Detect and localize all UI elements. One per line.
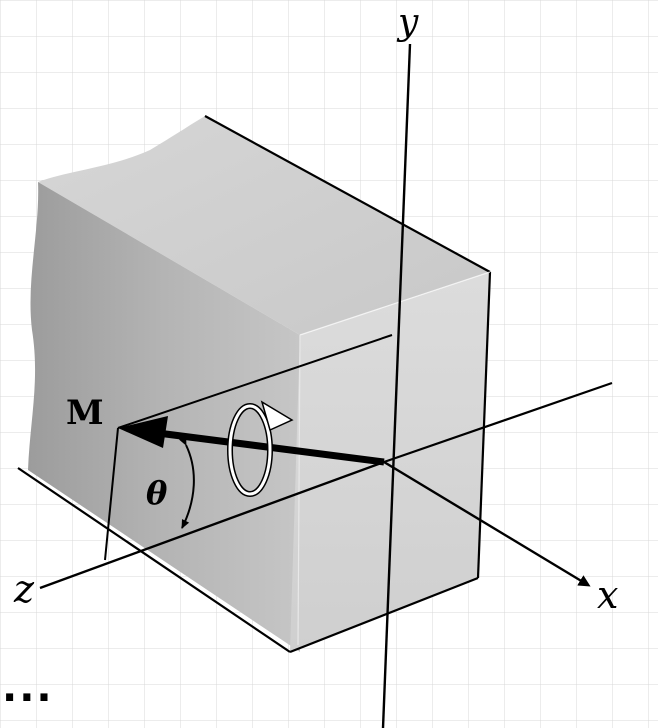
moment-arrowhead xyxy=(118,416,168,448)
theta-arc xyxy=(178,436,195,529)
z-axis-line xyxy=(39,460,385,590)
beam-end-face xyxy=(290,272,490,652)
beam-block xyxy=(17,115,492,654)
y-axis-label: y xyxy=(396,2,419,43)
y-axis-line xyxy=(381,43,412,728)
moment-projection-line xyxy=(104,427,119,561)
x-axis-label: x xyxy=(597,573,618,617)
secondary-axis-line xyxy=(383,381,613,464)
curved-rotation-arrow-icon xyxy=(227,400,294,497)
beam-top-face xyxy=(38,116,490,335)
axes xyxy=(39,43,613,728)
theta-label: θ xyxy=(146,474,168,512)
continuation-ellipsis: ... xyxy=(2,665,54,711)
top-plane-line xyxy=(117,334,393,429)
x-axis-line xyxy=(383,460,591,587)
z-axis-label: z xyxy=(13,567,35,611)
moment-label: M xyxy=(66,393,104,433)
